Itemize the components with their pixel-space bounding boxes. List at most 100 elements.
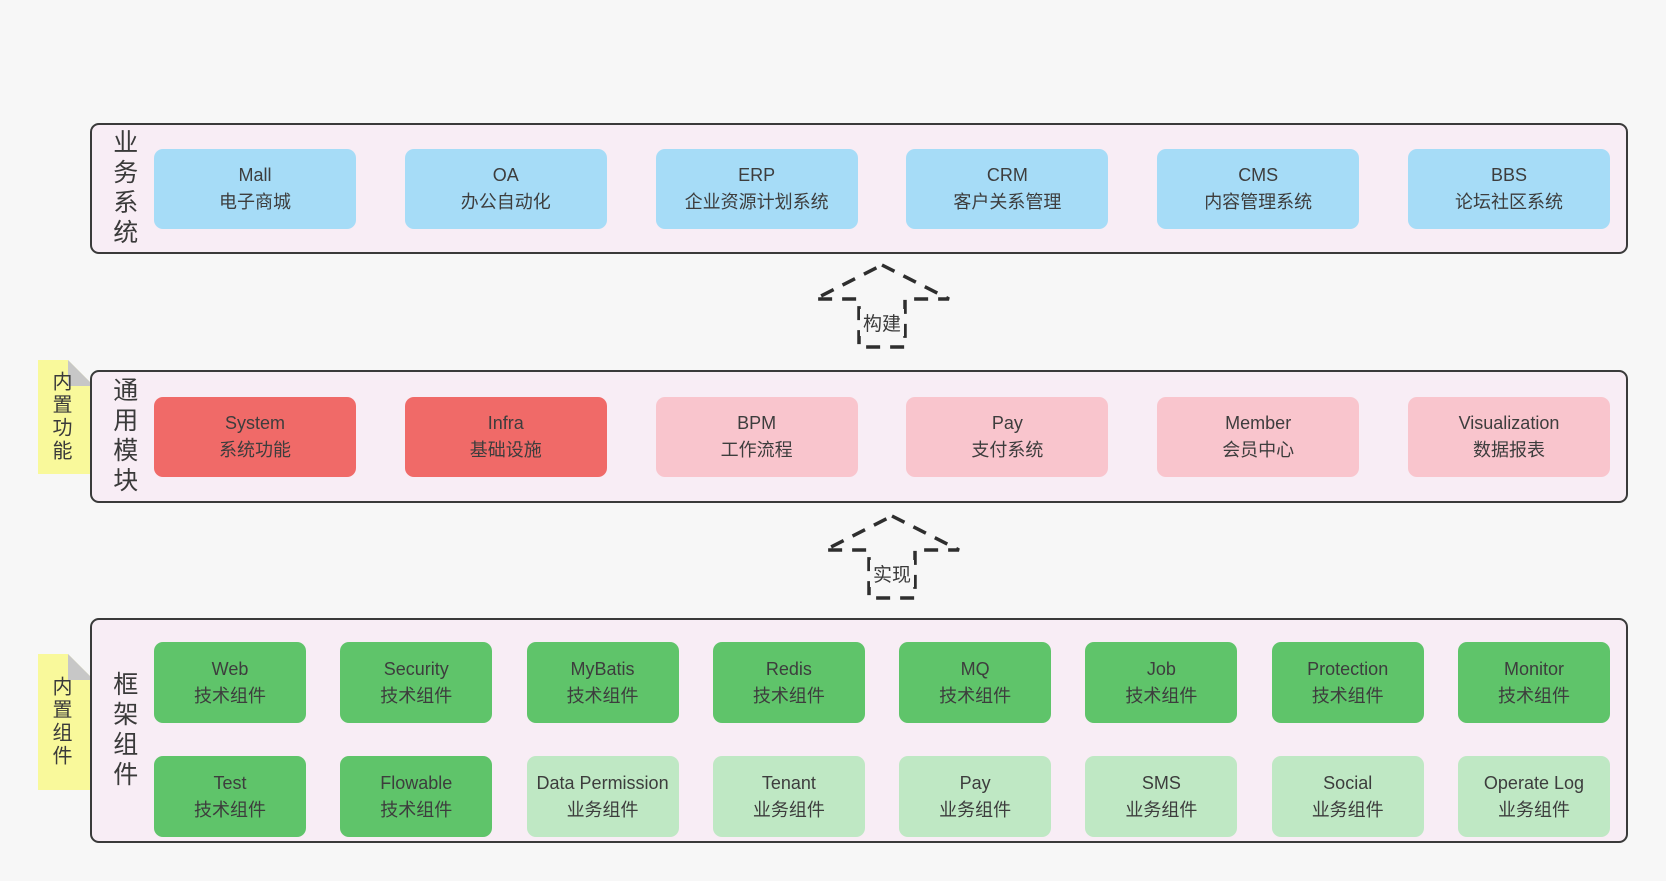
node-pay-module-desc: 支付系统 — [971, 439, 1044, 460]
node-visualization-name: Visualization — [1458, 412, 1560, 433]
framework-components-label: 框架组件 — [109, 670, 138, 791]
common-modules-label: 通用模块 — [109, 376, 138, 497]
node-erp-name: ERP — [738, 164, 776, 185]
node-data-permission-desc: 业务组件 — [566, 799, 639, 820]
node-tenant-desc: 业务组件 — [752, 799, 825, 820]
node-protection-name: Protection — [1307, 658, 1389, 679]
business-systems-panel: 业务系统 Mall 电子商城 OA 办公自动化 ERP 企业资源计划系统 CRM… — [90, 123, 1628, 254]
node-redis: Redis 技术组件 — [712, 642, 865, 723]
node-test-desc: 技术组件 — [194, 799, 266, 820]
node-web: Web 技术组件 — [154, 642, 306, 723]
builtin-functions-sticky-note: 内置功能 — [38, 360, 94, 474]
common-modules-boxes: System 系统功能 Infra 基础设施 BPM 工作流程 Pay 支付系统… — [154, 372, 1626, 501]
node-bpm-name: BPM — [737, 412, 777, 433]
node-oa-name: OA — [492, 164, 519, 185]
node-erp-desc: 企业资源计划系统 — [684, 191, 829, 212]
node-crm: CRM 客户关系管理 — [906, 148, 1109, 229]
up-arrow-dashed-icon — [824, 514, 960, 600]
node-operate-log-desc: 业务组件 — [1497, 799, 1570, 820]
implement-arrow-icon: 实现 — [822, 514, 962, 600]
node-infra-name: Infra — [487, 412, 524, 433]
node-infra-desc: 基础设施 — [469, 439, 542, 460]
node-system-name: System — [224, 412, 285, 433]
node-member: Member 会员中心 — [1157, 396, 1360, 477]
node-visualization: Visualization 数据报表 — [1407, 396, 1610, 477]
node-pay-component-desc: 业务组件 — [939, 799, 1012, 820]
node-test: Test 技术组件 — [154, 756, 306, 837]
node-redis-name: Redis — [765, 658, 812, 679]
node-job-name: Job — [1146, 658, 1176, 679]
builtin-components-sticky-note: 内置组件 — [38, 654, 94, 790]
node-data-permission: Data Permission 业务组件 — [526, 756, 679, 837]
node-visualization-desc: 数据报表 — [1472, 439, 1545, 460]
node-pay-module: Pay 支付系统 — [906, 396, 1109, 477]
business-systems-label-column: 业务系统 — [92, 125, 154, 252]
node-web-desc: 技术组件 — [194, 685, 266, 706]
node-sms: SMS 业务组件 — [1085, 756, 1238, 837]
node-tenant: Tenant 业务组件 — [712, 756, 865, 837]
node-protection: Protection 技术组件 — [1271, 642, 1424, 723]
node-crm-desc: 客户关系管理 — [953, 191, 1062, 212]
node-system: System 系统功能 — [154, 396, 356, 477]
node-mybatis-desc: 技术组件 — [566, 685, 639, 706]
build-arrow-icon: 构建 — [812, 263, 952, 349]
common-modules-panel: 通用模块 System 系统功能 Infra 基础设施 BPM 工作流程 Pay… — [90, 370, 1628, 503]
node-operate-log-name: Operate Log — [1483, 772, 1584, 793]
node-bpm: BPM 工作流程 — [655, 396, 858, 477]
node-mq-name: MQ — [960, 658, 990, 679]
node-crm-name: CRM — [986, 164, 1028, 185]
node-social: Social 业务组件 — [1271, 756, 1424, 837]
node-security-name: Security — [383, 658, 449, 679]
builtin-functions-sticky-label: 内置功能 — [49, 371, 71, 463]
node-flowable: Flowable 技术组件 — [340, 756, 493, 837]
common-modules-label-column: 通用模块 — [92, 372, 154, 501]
node-test-name: Test — [213, 772, 247, 793]
node-bpm-desc: 工作流程 — [720, 439, 793, 460]
builtin-components-sticky-label: 内置组件 — [49, 676, 71, 768]
node-protection-desc: 技术组件 — [1311, 685, 1384, 706]
node-cms-desc: 内容管理系统 — [1204, 191, 1313, 212]
node-sms-desc: 业务组件 — [1125, 799, 1198, 820]
node-flowable-desc: 技术组件 — [380, 799, 453, 820]
implement-arrow-label: 实现 — [869, 560, 915, 587]
node-monitor: Monitor 技术组件 — [1457, 642, 1610, 723]
node-social-desc: 业务组件 — [1311, 799, 1384, 820]
node-member-desc: 会员中心 — [1222, 439, 1295, 460]
node-operate-log: Operate Log 业务组件 — [1457, 756, 1610, 837]
node-infra: Infra 基础设施 — [404, 396, 607, 477]
node-oa-desc: 办公自动化 — [460, 191, 551, 212]
node-monitor-desc: 技术组件 — [1497, 685, 1570, 706]
node-flowable-name: Flowable — [380, 772, 453, 793]
node-pay-component-name: Pay — [959, 772, 991, 793]
node-pay-module-name: Pay — [991, 412, 1023, 433]
node-sms-name: SMS — [1141, 772, 1181, 793]
node-tenant-name: Tenant — [761, 772, 816, 793]
node-redis-desc: 技术组件 — [752, 685, 825, 706]
framework-components-label-column: 框架组件 — [92, 620, 154, 841]
node-cms-name: CMS — [1238, 164, 1279, 185]
node-member-name: Member — [1225, 412, 1292, 433]
build-arrow-label: 构建 — [859, 309, 905, 336]
node-mall: Mall 电子商城 — [154, 148, 356, 229]
node-mq-desc: 技术组件 — [939, 685, 1012, 706]
sticky-note-icon — [38, 360, 94, 474]
node-bbs-name: BBS — [1490, 164, 1527, 185]
up-arrow-dashed-icon — [814, 263, 950, 349]
node-monitor-name: Monitor — [1503, 658, 1564, 679]
node-erp: ERP 企业资源计划系统 — [655, 148, 858, 229]
node-mall-desc: 电子商城 — [219, 191, 291, 212]
components-row-2: Test 技术组件 Flowable 技术组件 Data Permission … — [154, 752, 1610, 841]
node-bbs: BBS 论坛社区系统 — [1407, 148, 1610, 229]
business-systems-boxes: Mall 电子商城 OA 办公自动化 ERP 企业资源计划系统 CRM 客户关系… — [154, 125, 1626, 252]
node-system-desc: 系统功能 — [219, 439, 291, 460]
node-job: Job 技术组件 — [1085, 642, 1238, 723]
node-bbs-desc: 论坛社区系统 — [1454, 191, 1563, 212]
node-web-name: Web — [211, 658, 249, 679]
node-job-desc: 技术组件 — [1125, 685, 1198, 706]
node-security: Security 技术组件 — [340, 642, 493, 723]
node-mybatis-name: MyBatis — [570, 658, 635, 679]
node-oa: OA 办公自动化 — [404, 148, 607, 229]
node-social-name: Social — [1323, 772, 1373, 793]
components-row-1: Web 技术组件 Security 技术组件 MyBatis 技术组件 Redi… — [154, 638, 1610, 727]
node-mq: MQ 技术组件 — [899, 642, 1052, 723]
